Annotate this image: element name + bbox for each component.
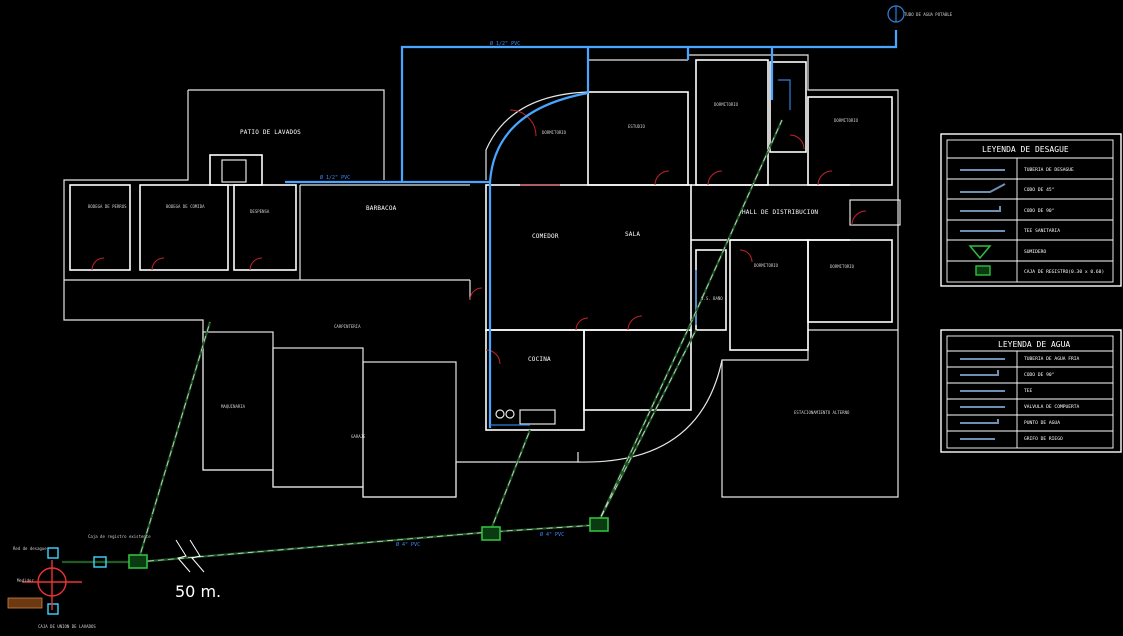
room-label: ESTUDIO (628, 124, 645, 129)
legend-row: TEE (1024, 388, 1033, 394)
room-label: HALL DE DISTRIBUCION (742, 209, 818, 216)
water-point-icon (960, 419, 999, 424)
legend-desague: LEYENDA DE DESAGUE TUBERIA DE DESAGUE CO… (940, 133, 1122, 287)
site-outline (63, 54, 899, 498)
legend-title: LEYENDA DE DESAGUE (982, 145, 1069, 154)
room-label: BODEGA DE PERROS (88, 204, 127, 209)
caja-registro-existente-icon (93, 556, 107, 568)
annotation: CAJA DE UNION DE LAVADOS (38, 624, 96, 629)
pipe-label: Ø 1/2" PVC (320, 174, 350, 181)
legend-row: CODO DE 90° (1024, 208, 1055, 214)
elbow-90-icon (960, 206, 1001, 212)
room-label: DORMITORIO (542, 130, 567, 135)
room-label: DORMITORIO (714, 102, 739, 107)
legend-title: LEYENDA DE AGUA (998, 340, 1070, 349)
room-label: BODEGA DE COMIDA (166, 204, 205, 209)
room-label: CARPINTERIA (334, 324, 361, 329)
left-wing (64, 154, 483, 301)
drain-lines (62, 119, 784, 564)
legend-agua: LEYENDA DE AGUA TUBERIA DE AGUA FRIA COD… (940, 329, 1122, 453)
room-label: S.S. BAÑO (701, 296, 723, 301)
legend-row: CAJA DE REGISTRO(0.30 x 0.60) (1024, 269, 1104, 275)
room-label: ESTACIONAMIENTO ALTERNO (794, 410, 850, 415)
water-source-label: TUBO DE AGUA POTABLE (904, 12, 953, 17)
room-label: MAQUINARIA (221, 404, 246, 409)
legend-row: TUBERIA DE AGUA FRIA (1024, 356, 1080, 362)
room-label: SALA (625, 231, 640, 238)
legend-row: CODO DE 45° (1024, 187, 1055, 193)
caja-registro-icon (975, 265, 991, 276)
caja-registro-icon (589, 517, 609, 532)
legend-row: VALVULA DE COMPUERTA (1024, 404, 1080, 410)
caja-registro-icon (128, 554, 148, 569)
scale-distance: 50 m. (175, 582, 221, 601)
annotation: Red de desague (13, 546, 47, 551)
caja-registro-icon (481, 526, 501, 541)
legend-row: SUMIDERO (1024, 249, 1046, 255)
inspection-boxes (7, 517, 609, 615)
water-supply-lines: Ø 1/2" PVC Ø 1/2" PVC (285, 5, 905, 428)
room-label: DORMITORIO (754, 263, 779, 268)
room-labels: PATIO DE LAVADOS BODEGA DE PERROS BODEGA… (13, 12, 953, 629)
scale-break: 50 m. (175, 539, 221, 601)
annotation: Medidor (17, 578, 34, 583)
room-label: DORMITORIO (830, 264, 855, 269)
room-label: BARBACOA (366, 205, 397, 212)
room-label: DORMITORIO (834, 118, 859, 123)
room-label: COMEDOR (532, 233, 559, 240)
room-label: DESPENSA (250, 209, 270, 214)
outbuildings (202, 331, 457, 498)
legend-row: TUBERIA DE DESAGUE (1024, 167, 1074, 173)
main-house (485, 59, 901, 431)
elbow-45-icon (960, 183, 1006, 193)
legend-row: CODO DE 90° (1024, 372, 1055, 378)
elbow-90-icon (960, 370, 999, 376)
pipe-label: Ø 4" PVC (396, 541, 420, 548)
sumidero-icon (968, 245, 992, 260)
annotation: Caja de registro existente (88, 534, 151, 539)
pipe-label: Ø 1/2" PVC (490, 40, 520, 47)
pipe-label: Ø 4" PVC (540, 531, 564, 538)
room-label: COCINA (528, 356, 551, 363)
room-label: GARAJE (351, 434, 366, 439)
legend-row: TEE SANITARIA (1024, 228, 1060, 234)
room-label: PATIO DE LAVADOS (240, 129, 301, 136)
legend-row: PUNTO DE AGUA (1024, 420, 1060, 426)
legend-row: GRIFO DE RIEGO (1024, 436, 1063, 442)
